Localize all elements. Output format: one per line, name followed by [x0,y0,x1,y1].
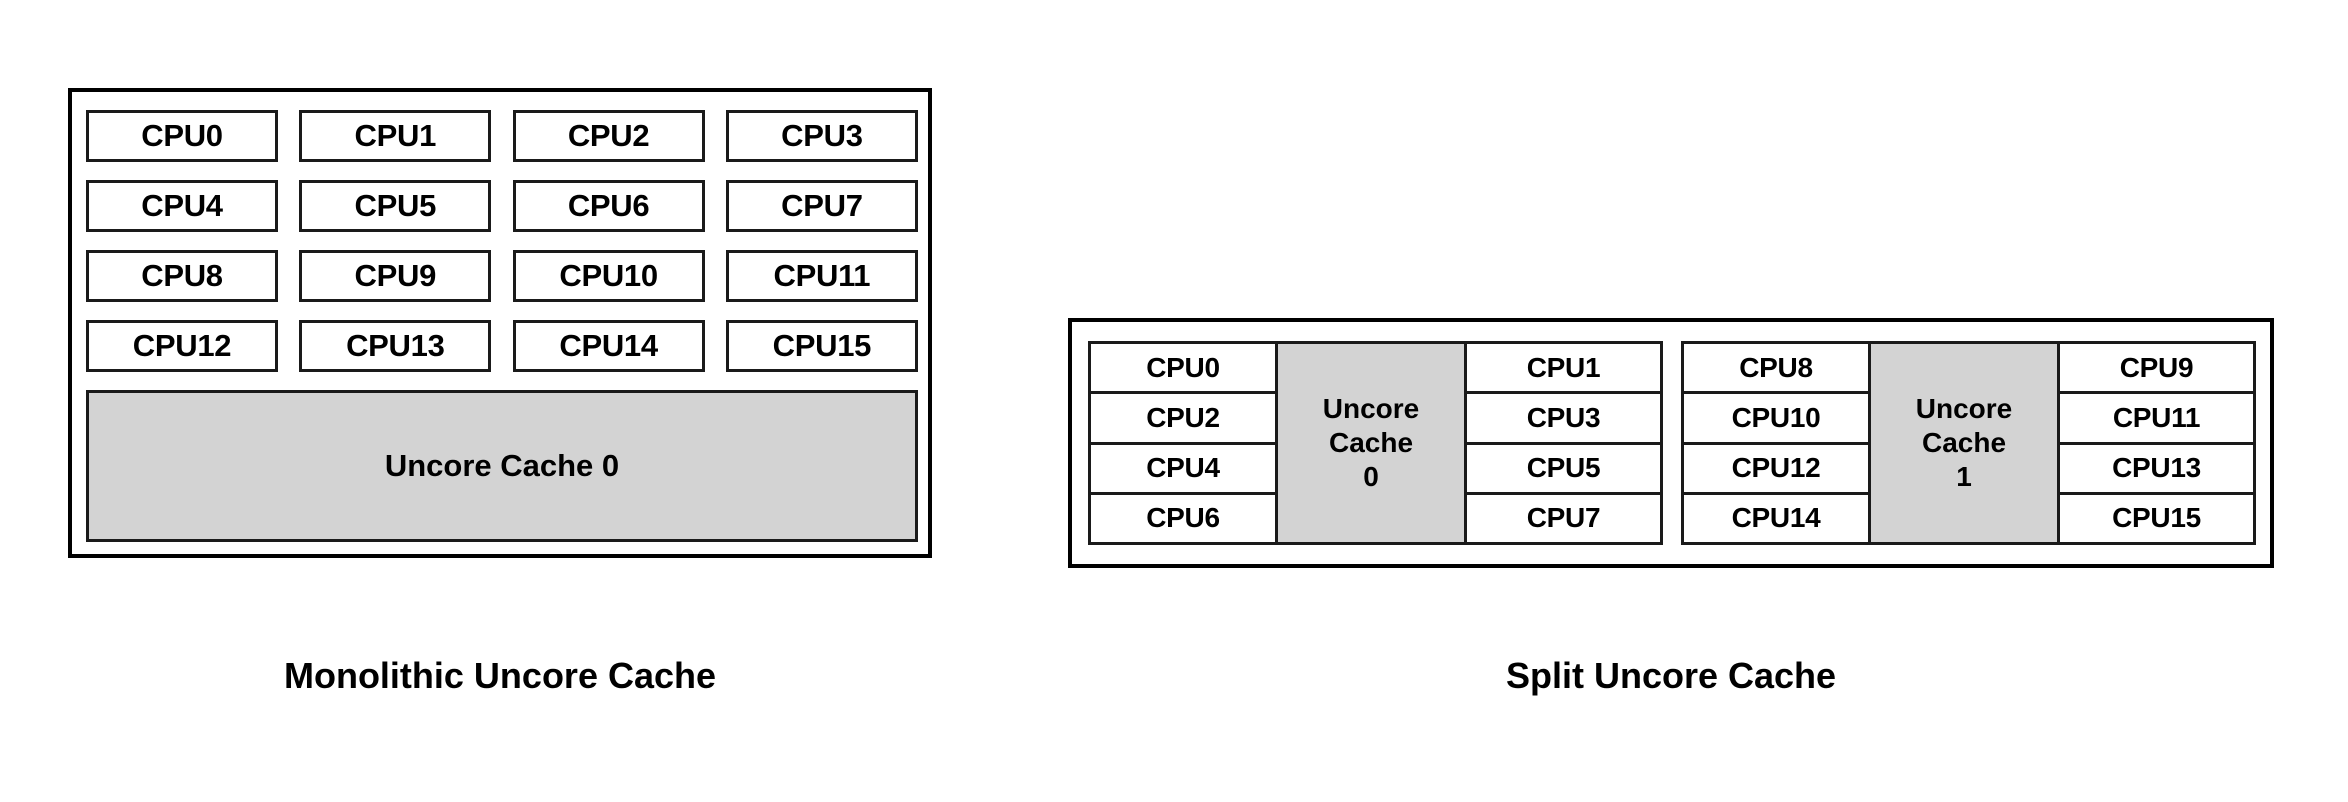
cluster-left-cpu-column: CPU0 CPU2 CPU4 CPU6 [1088,341,1278,545]
uncore-cache-label-line3: 1 [1956,461,1972,493]
cpu-box: CPU10 [1681,391,1871,442]
cpu-box: CPU8 [1681,341,1871,392]
cpu-box: CPU2 [1088,391,1278,442]
cpu-box: CPU11 [2057,391,2256,442]
cpu-box: CPU6 [1088,491,1278,545]
cpu-box: CPU2 [512,110,705,162]
cpu-box: CPU10 [512,250,705,302]
cpu-box: CPU15 [2057,491,2256,545]
cpu-box: CPU1 [299,110,492,162]
split-caption: Split Uncore Cache [1505,655,1837,696]
cpu-box: CPU0 [86,110,278,162]
cpu-box: CPU3 [725,110,918,162]
cpu-box: CPU6 [512,180,705,232]
uncore-cache-box: Uncore Cache 1 [1868,341,2060,545]
cpu-cluster: CPU8 CPU10 CPU12 CPU14 Uncore Cache 1 CP… [1681,341,2256,545]
uncore-cache-label-line2: Cache [1328,426,1414,458]
monolithic-cpu-grid: CPU0 CPU1 CPU2 CPU3 CPU4 CPU5 CPU6 CPU7 … [86,110,918,372]
split-uncore-diagram: CPU0 CPU2 CPU4 CPU6 Uncore Cache 0 CPU1 … [1068,318,2274,568]
cpu-box: CPU3 [1464,391,1663,442]
cpu-box: CPU13 [299,320,492,372]
cpu-box: CPU7 [725,180,918,232]
cpu-box: CPU12 [86,320,278,372]
cluster-left-cpu-column: CPU8 CPU10 CPU12 CPU14 [1681,341,1871,545]
cpu-box: CPU9 [299,250,492,302]
cluster-right-cpu-column: CPU9 CPU11 CPU13 CPU15 [2057,341,2256,545]
cpu-box: CPU14 [512,320,705,372]
uncore-cache-box: Uncore Cache 0 [86,390,918,542]
cpu-box: CPU12 [1681,441,1871,492]
cluster-right-cpu-column: CPU1 CPU3 CPU5 CPU7 [1464,341,1663,545]
uncore-cache-label-line3: 0 [1363,461,1379,493]
cpu-cluster: CPU0 CPU2 CPU4 CPU6 Uncore Cache 0 CPU1 … [1088,341,1663,545]
cpu-box: CPU9 [2057,341,2256,392]
cpu-box: CPU13 [2057,441,2256,492]
cpu-box: CPU5 [299,180,492,232]
cpu-box: CPU4 [1088,441,1278,492]
monolithic-uncore-diagram: CPU0 CPU1 CPU2 CPU3 CPU4 CPU5 CPU6 CPU7 … [68,88,932,558]
split-cluster-container: CPU0 CPU2 CPU4 CPU6 Uncore Cache 0 CPU1 … [1088,341,2256,545]
cpu-box: CPU7 [1464,491,1663,545]
cpu-box: CPU14 [1681,491,1871,545]
cpu-box: CPU11 [725,250,918,302]
cpu-box: CPU15 [725,320,918,372]
uncore-cache-label-line1: Uncore [1322,392,1420,424]
cpu-box: CPU0 [1088,341,1278,392]
cpu-box: CPU5 [1464,441,1663,492]
uncore-cache-box: Uncore Cache 0 [1275,341,1467,545]
cpu-box: CPU8 [86,250,278,302]
uncore-cache-label-line1: Uncore [1915,392,2013,424]
monolithic-caption: Monolithic Uncore Cache [283,655,717,696]
uncore-cache-label-line2: Cache [1921,426,2007,458]
cpu-box: CPU1 [1464,341,1663,392]
cpu-box: CPU4 [86,180,278,232]
